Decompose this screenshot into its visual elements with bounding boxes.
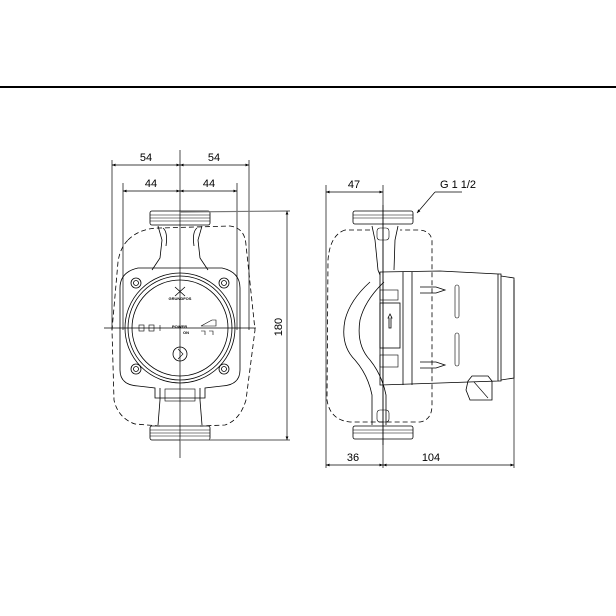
control-panel: POWER ON [138,319,217,362]
front-view: GRUNDFOS POWER ON [104,150,291,458]
dim-36: 36 [347,452,359,464]
dim-180: 180 [273,318,285,336]
dim-44-right: 44 [203,178,215,190]
thread-callout: G 1 1/2 [440,179,476,191]
bottom-thread [149,425,290,441]
dim-44-left: 44 [145,178,157,190]
svg-text:POWER: POWER [172,324,187,329]
svg-text:ON: ON [183,330,189,335]
dim-47: 47 [348,179,360,191]
svg-text:GRUNDFOS: GRUNDFOS [169,296,192,301]
dim-54-left: 54 [140,152,152,164]
grundfos-logo: GRUNDFOS [169,286,192,301]
top-thread [149,210,291,226]
dim-104: 104 [422,452,440,464]
dim-54-right: 54 [208,152,220,164]
mode-button-icon [172,346,188,362]
flow-direction-arrow-icon [387,313,393,329]
side-view [325,185,515,468]
header-rule [0,86,616,88]
